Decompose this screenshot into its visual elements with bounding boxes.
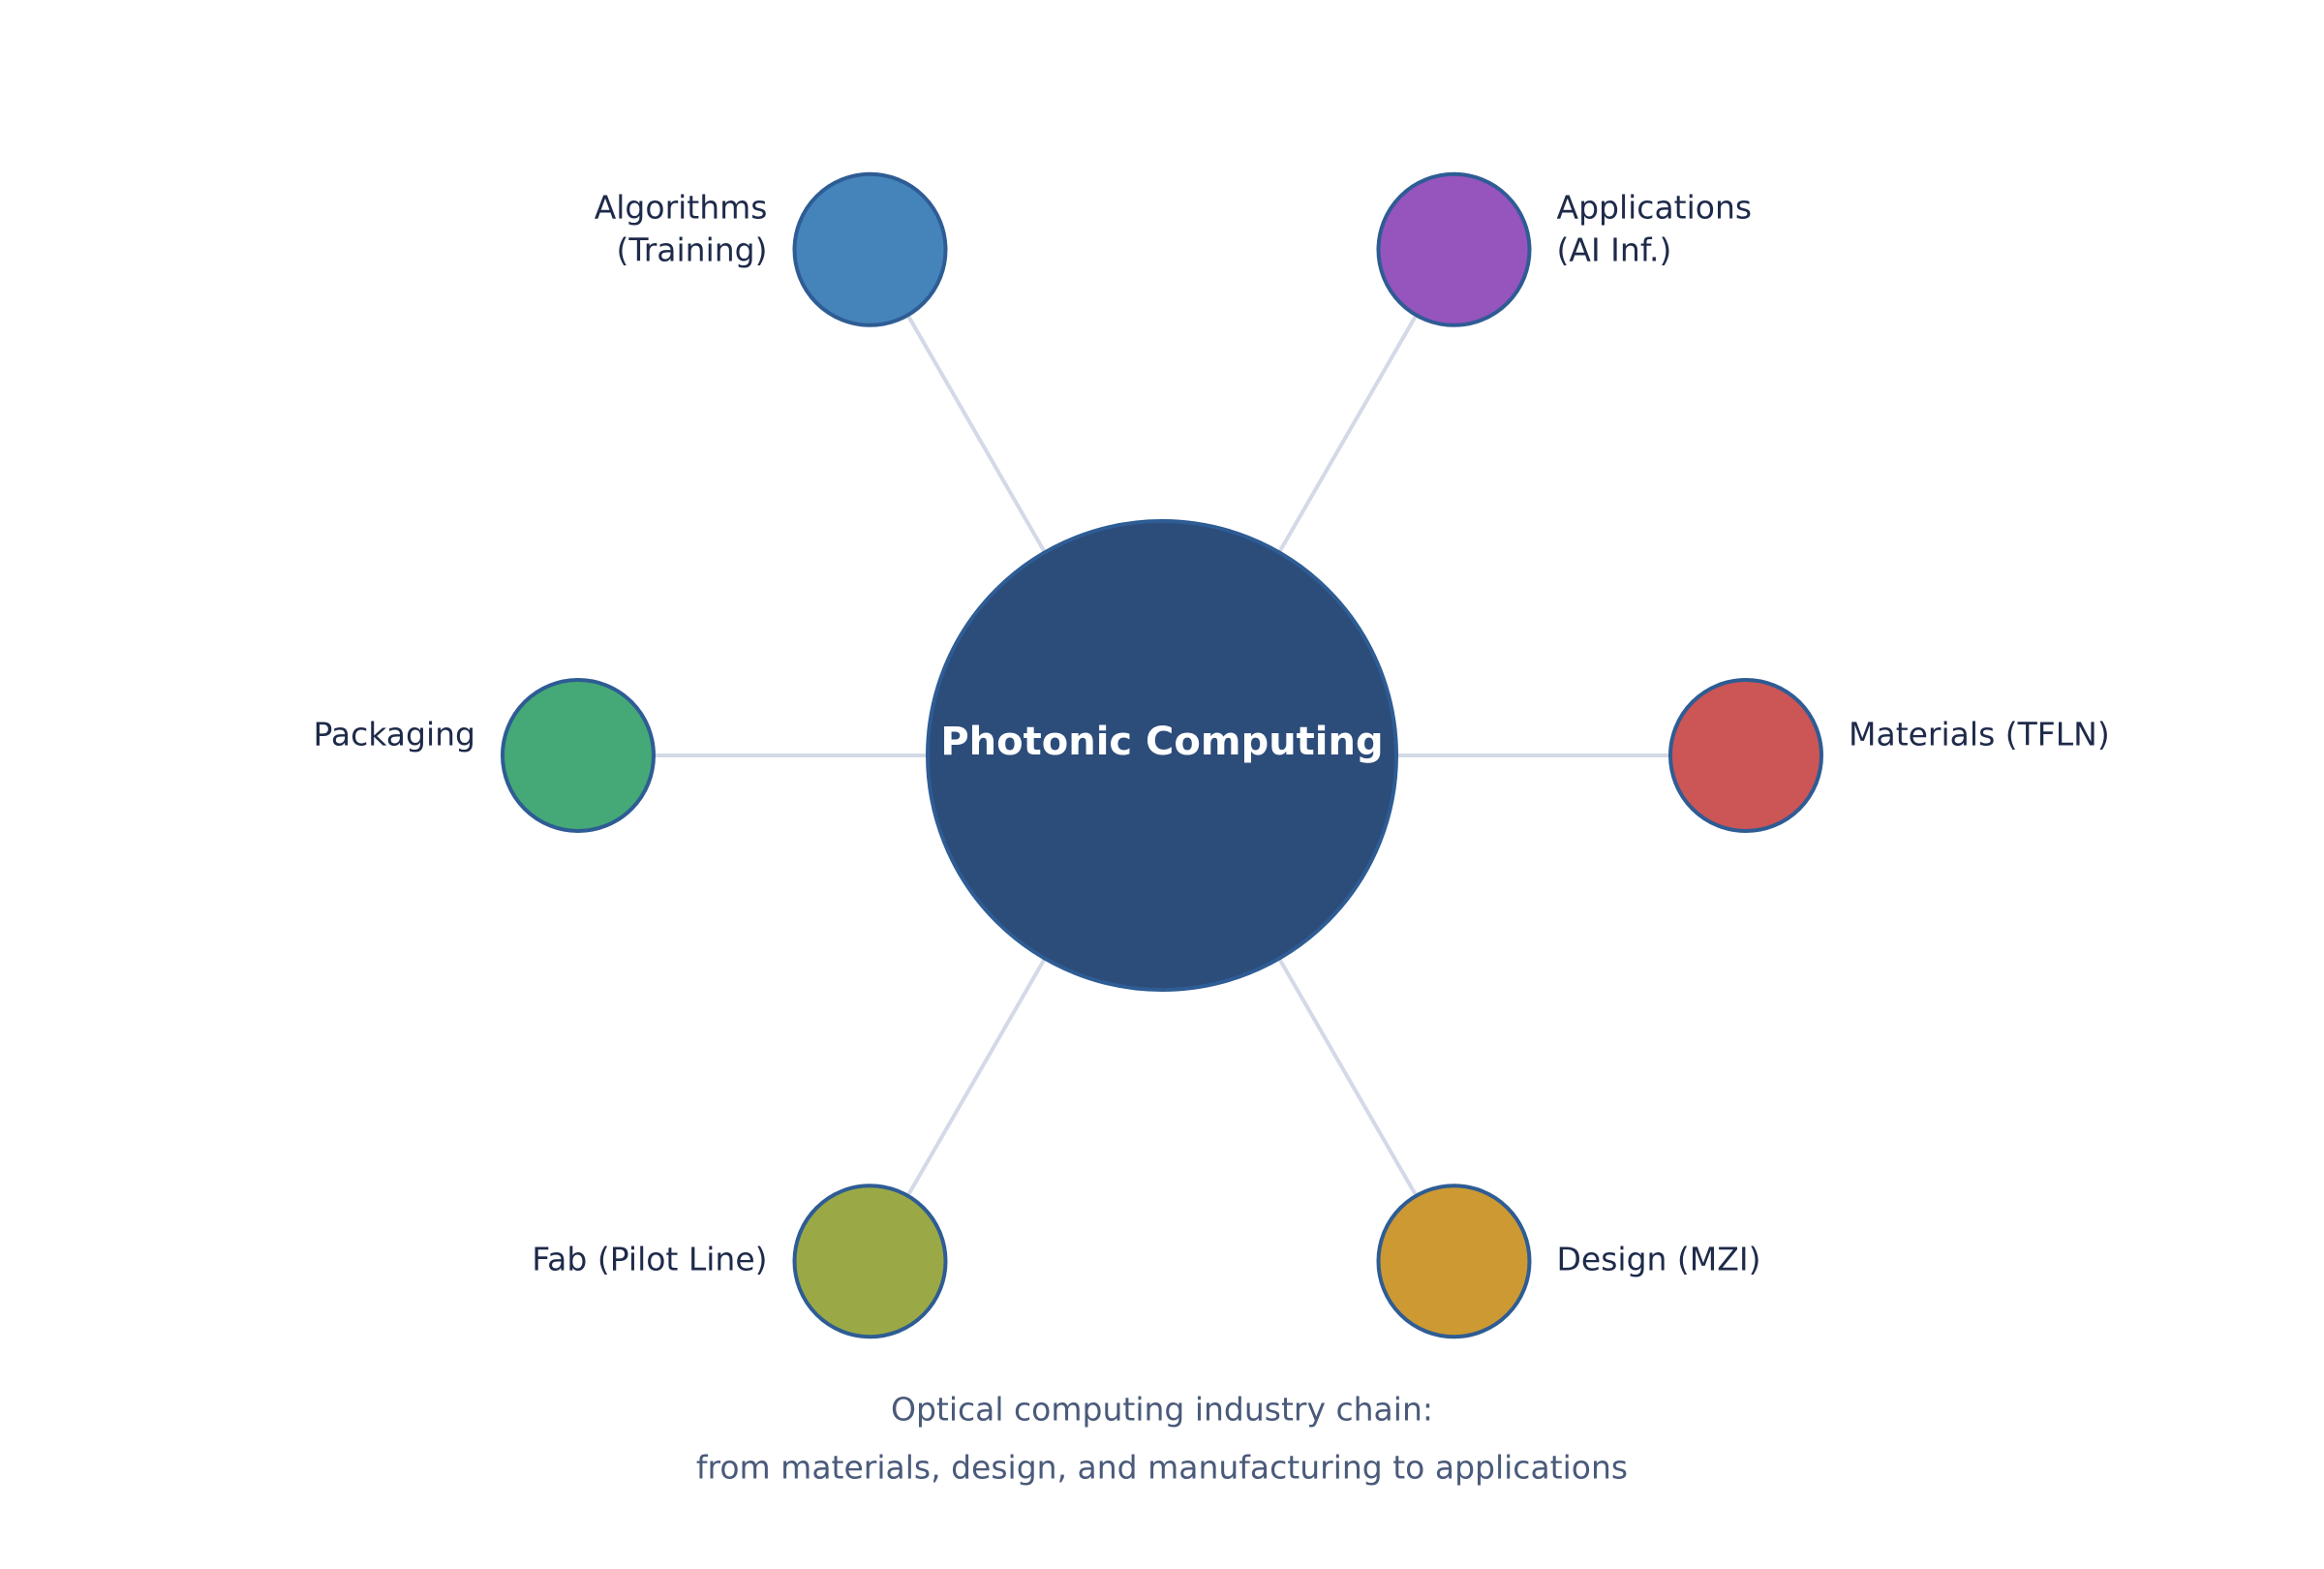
node-circle-algorithms bbox=[792, 171, 948, 327]
spokes bbox=[654, 314, 1670, 1197]
hub-node: Photonic Computing bbox=[926, 519, 1398, 992]
spoke-design bbox=[1277, 957, 1419, 1197]
node-circle-applications bbox=[1376, 171, 1532, 327]
hub-label: Photonic Computing bbox=[940, 720, 1383, 764]
spoke-applications bbox=[1277, 314, 1419, 554]
node-materials: Materials (TFLN) bbox=[1668, 678, 2110, 833]
caption-line-1: Optical computing industry chain: bbox=[891, 1391, 1433, 1429]
node-label-applications: Applications (AI Inf.) bbox=[1557, 188, 1753, 268]
node-label-line: Applications bbox=[1557, 188, 1753, 226]
node-label-packaging: Packaging bbox=[313, 716, 475, 754]
node-label-design: Design (MZI) bbox=[1557, 1241, 1761, 1278]
node-label-line: Fab (Pilot Line) bbox=[532, 1241, 767, 1278]
node-label-line: Materials (TFLN) bbox=[1849, 716, 2110, 754]
caption-line-2: from materials, design, and manufacturin… bbox=[696, 1449, 1628, 1487]
node-label-line: Design (MZI) bbox=[1557, 1241, 1761, 1278]
spoke-algorithms bbox=[905, 314, 1047, 554]
spoke-fab bbox=[905, 957, 1047, 1197]
node-label-fab: Fab (Pilot Line) bbox=[532, 1241, 767, 1278]
node-label-algorithms: Algorithms (Training) bbox=[595, 188, 768, 268]
node-circle-fab bbox=[792, 1184, 948, 1339]
node-label-materials: Materials (TFLN) bbox=[1849, 716, 2110, 754]
node-circle-packaging bbox=[501, 678, 656, 833]
hub-circle bbox=[926, 519, 1398, 992]
node-label-line: (Training) bbox=[617, 231, 768, 268]
node-applications: Applications (AI Inf.) bbox=[1376, 171, 1753, 327]
node-label-line: Packaging bbox=[313, 716, 475, 754]
node-design: Design (MZI) bbox=[1376, 1184, 1761, 1339]
satellite-nodes: Materials (TFLN) Applications (AI Inf.) Alg… bbox=[313, 171, 2110, 1339]
node-label-line: Algorithms bbox=[595, 188, 768, 226]
node-algorithms: Algorithms (Training) bbox=[595, 171, 948, 327]
node-fab: Fab (Pilot Line) bbox=[532, 1184, 948, 1339]
node-label-line: (AI Inf.) bbox=[1557, 231, 1672, 268]
node-circle-materials bbox=[1668, 678, 1823, 833]
diagram-caption: Optical computing industry chain: from m… bbox=[696, 1391, 1628, 1487]
node-circle-design bbox=[1376, 1184, 1532, 1339]
node-packaging: Packaging bbox=[313, 678, 656, 833]
